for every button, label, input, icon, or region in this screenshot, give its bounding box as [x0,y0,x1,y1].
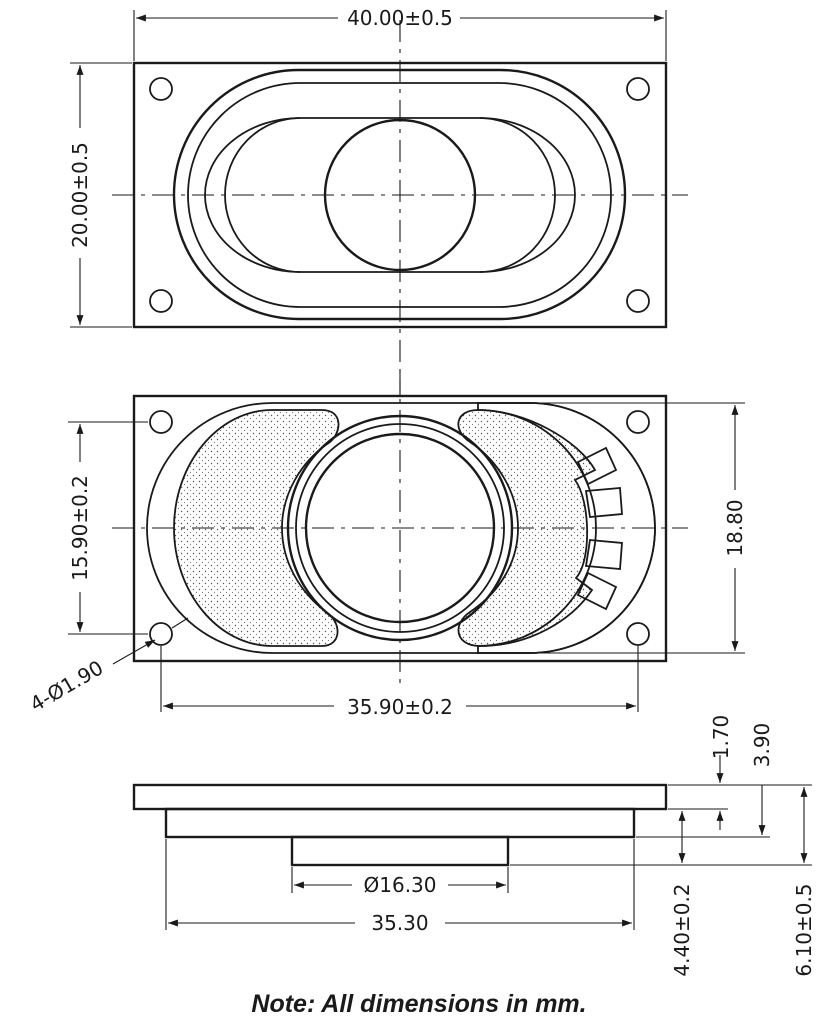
top-hole-tl [149,77,173,101]
dim-frame-width: 35.30 [165,839,635,935]
front-view [112,370,688,690]
dim-side-right: 1.70 3.90 4.40±0.2 6.10±0.5 [510,715,816,977]
front-hole-tr [626,410,650,434]
dim-magnet-dia: Ø16.30 [291,867,509,897]
terminal-windows [576,446,623,611]
dim-top-width: 40.00±0.5 [133,6,667,61]
side-frame [164,807,636,839]
dim-frame-width-text: 35.30 [371,911,428,935]
units-note: Note: All dimensions in mm. [251,990,587,1018]
dim-hole-spec-text: 4-Ø1.90 [26,655,107,716]
front-hole-br [626,622,650,646]
dim-top-height: 20.00±0.5 [68,62,132,328]
front-hole-bl [149,622,173,646]
dim-hole-spec: 4-Ø1.90 [26,617,189,716]
dim-upper-text: 3.90 [750,723,774,768]
dim-top-height-text: 20.00±0.5 [68,142,92,248]
dim-flange-text: 1.70 [709,715,733,760]
side-view [132,783,668,867]
side-magnet [290,835,510,867]
dim-hole-pitch-y-text: 15.90±0.2 [68,475,92,581]
dim-outer-height-text: 18.80 [723,499,747,556]
dim-hole-pitch-x: 35.90±0.2 [160,646,639,719]
top-hole-br [626,289,650,313]
dim-magnet-dia-text: Ø16.30 [364,873,437,897]
side-flange [132,783,668,811]
top-hole-tr [626,77,650,101]
dim-hole-pitch-x-text: 35.90±0.2 [347,695,453,719]
front-hole-tl [149,410,173,434]
dim-total-depth-text: 6.10±0.5 [792,883,816,976]
front-terminal-block [477,402,656,654]
dim-top-width-text: 40.00±0.5 [347,6,453,30]
top-view [112,20,688,395]
dim-hole-pitch-y: 15.90±0.2 [68,421,148,635]
dim-depth-frame-text: 4.40±0.2 [670,883,694,976]
top-hole-bl [149,289,173,313]
